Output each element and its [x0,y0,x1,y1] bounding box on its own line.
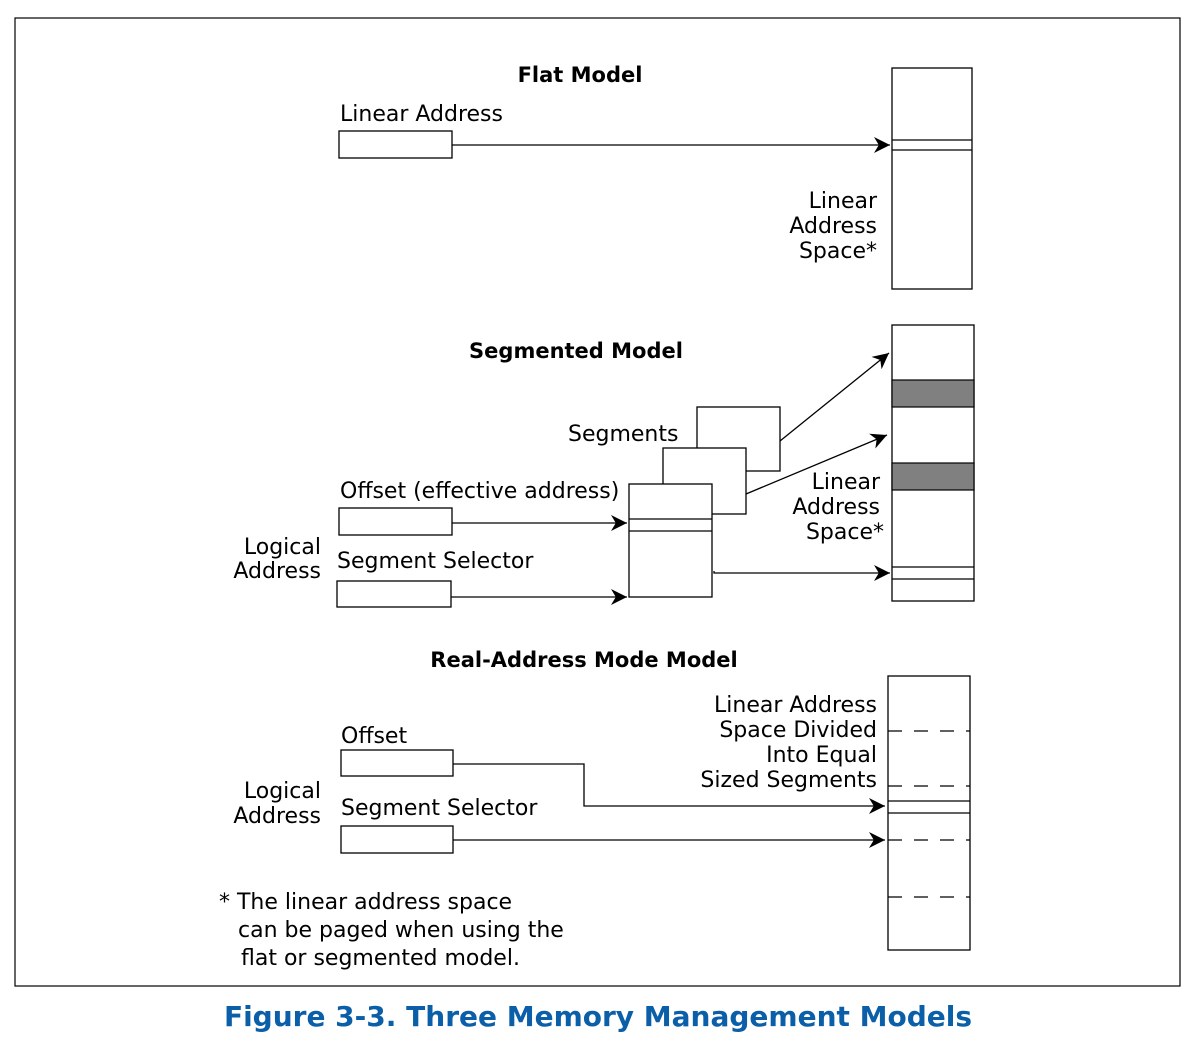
segment-middle-arrow [745,433,888,495]
real-mode-title: Real-Address Mode Model [430,648,737,672]
flat-space-label-1: Linear [809,189,878,214]
segmented-offset-label: Offset (effective address) [340,479,619,504]
segmented-offset-box [338,507,453,536]
real-selector-box [340,825,454,854]
real-mode-section: Real-Address Mode Model Linear Address S… [233,648,971,951]
segmented-selector-label: Segment Selector [337,549,534,574]
segments-label: Segments [568,422,678,447]
segmented-space-label-1: Linear [812,470,881,495]
real-logical-label-1: Logical [244,779,321,804]
flat-model-title: Flat Model [518,63,643,87]
real-offset-box [340,749,454,777]
figure-frame [14,17,1181,987]
real-selector-label: Segment Selector [341,796,538,821]
flat-model-section: Flat Model Linear Address Linear Address… [338,63,973,290]
real-offset-arrow [453,763,885,814]
real-space-label-4: Sized Segments [700,768,877,793]
segment-front-arrow [713,565,890,581]
segmented-space-label-3: Space* [806,520,884,545]
footnote: * The linear address space can be paged … [219,890,564,971]
footnote-line-1: * The linear address space [219,890,512,915]
segmented-space-label-2: Address [792,495,880,520]
real-logical-label-2: Address [233,804,321,829]
segment-back-arrow [779,352,890,442]
segmented-model-title: Segmented Model [469,339,683,363]
real-offset-label: Offset [341,724,407,749]
flat-linear-address-label: Linear Address [340,102,503,127]
real-space-label-2: Space Divided [719,718,877,743]
flat-space-label-2: Address [789,214,877,239]
segment-front [628,483,713,598]
segmented-logical-label-2: Address [233,559,321,584]
flat-linear-address-space [891,67,973,290]
flat-space-label-3: Space* [799,239,877,264]
footnote-line-2: can be paged when using the [238,918,564,943]
segmented-logical-label-1: Logical [244,535,321,560]
shaded-segment-1 [891,379,975,408]
figure-caption: Figure 3-3. Three Memory Management Mode… [224,1000,972,1033]
flat-linear-address-box [338,130,453,159]
segmented-model-section: Segmented Model Segments Linear Address … [233,324,975,608]
footnote-line-3: flat or segmented model. [241,946,520,971]
segmented-selector-box [336,580,452,608]
real-space-label-3: Into Equal [766,743,877,768]
real-space-label-1: Linear Address [714,693,877,718]
shaded-segment-2 [891,462,975,491]
